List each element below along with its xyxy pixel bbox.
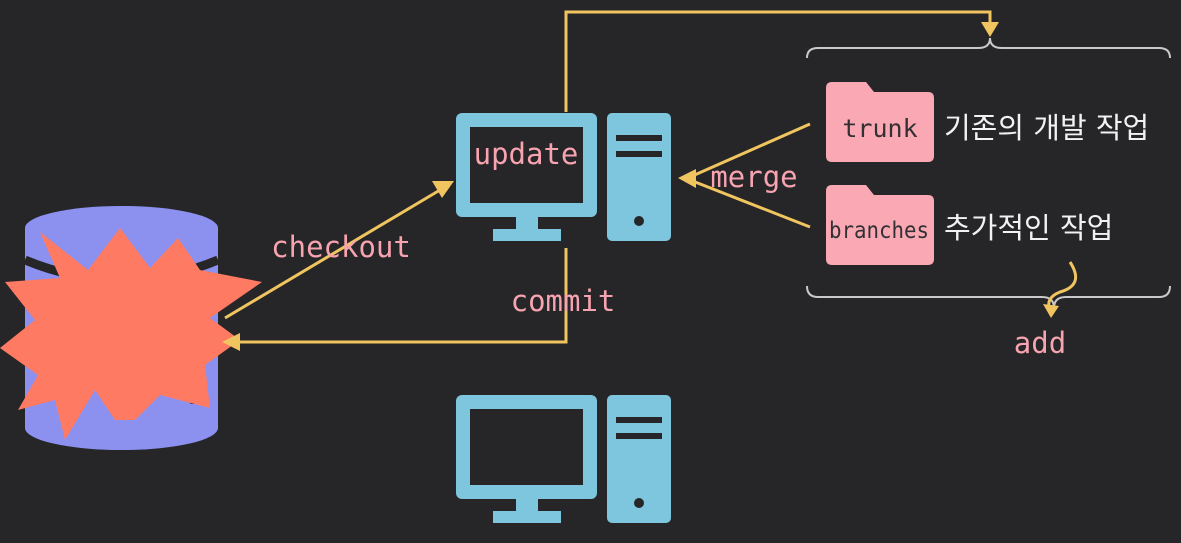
- update-label: update: [474, 137, 579, 171]
- add-label: add: [1014, 326, 1066, 360]
- bottom-brace: [806, 285, 1171, 309]
- desktop-computer-icon: [456, 113, 671, 241]
- trunk-description: 기존의 개발 작업: [944, 111, 1149, 145]
- merge-arrows: [678, 122, 811, 229]
- commit-label: commit: [511, 284, 616, 318]
- folder-icon: [826, 185, 934, 265]
- merge-label: merge: [710, 160, 797, 194]
- folder-icon: [826, 82, 934, 162]
- update-arrow: [564, 10, 999, 112]
- trunk-folder-label: trunk: [842, 114, 917, 143]
- checkout-arrow: [224, 181, 454, 320]
- explosion-burst-icon: [0, 228, 262, 440]
- add-arrow: [1043, 261, 1078, 318]
- branches-folder-label: branches: [829, 218, 929, 244]
- desktop-computer-icon: [456, 395, 671, 523]
- top-brace: [806, 37, 1171, 59]
- commit-arrow: [222, 248, 568, 351]
- checkout-label: checkout: [271, 230, 411, 264]
- branches-description: 추가적인 작업: [944, 211, 1113, 245]
